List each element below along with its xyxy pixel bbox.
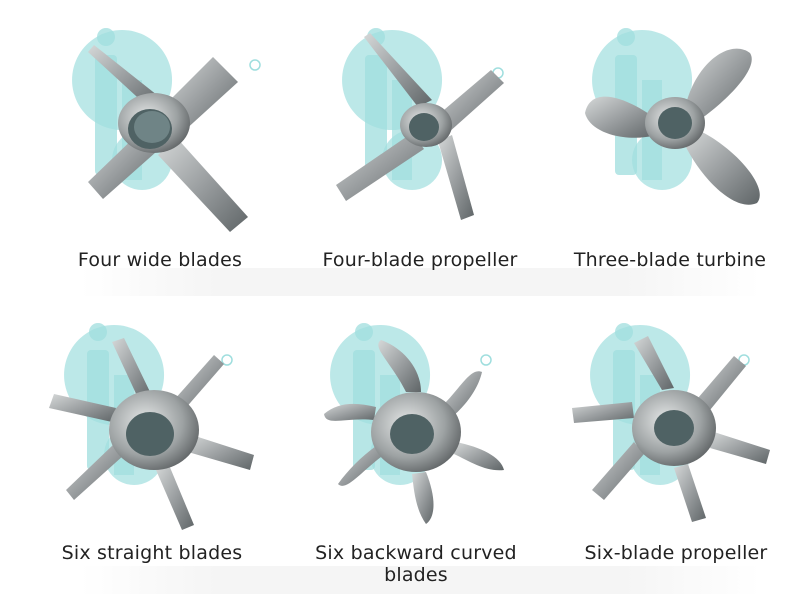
caption-six-blade-propeller: Six-blade propeller [584, 542, 768, 564]
six-straight-blades-image [49, 323, 254, 530]
caption-four-blade-propeller: Four-blade propeller [322, 249, 518, 271]
four-wide-blades-image [72, 28, 261, 232]
caption-six-straight-blades: Six straight blades [61, 542, 243, 564]
six-blade-propeller-image [572, 323, 770, 522]
caption-band-bottom [80, 566, 760, 594]
impeller-four-blade-propeller: Four-blade propeller [290, 25, 550, 315]
impeller-three-blade-turbine: Three-blade turbine [540, 25, 800, 315]
four-blade-propeller-image [336, 28, 504, 220]
caption-four-wide-blades: Four wide blades [77, 249, 243, 271]
impeller-six-straight-blades: Six straight blades [22, 320, 282, 610]
impeller-four-wide-blades: Four wide blades [30, 25, 290, 315]
impeller-six-blade-propeller: Six-blade propeller [546, 320, 800, 610]
six-backward-curved-blades-image [324, 323, 504, 524]
impeller-six-backward-curved-blades: Six backward curved blades [286, 320, 546, 610]
caption-six-backward-curved-blades: Six backward curved blades [315, 542, 517, 586]
caption-three-blade-turbine: Three-blade turbine [573, 249, 767, 271]
caption-band-top [80, 268, 760, 296]
three-blade-turbine-image [585, 28, 760, 205]
